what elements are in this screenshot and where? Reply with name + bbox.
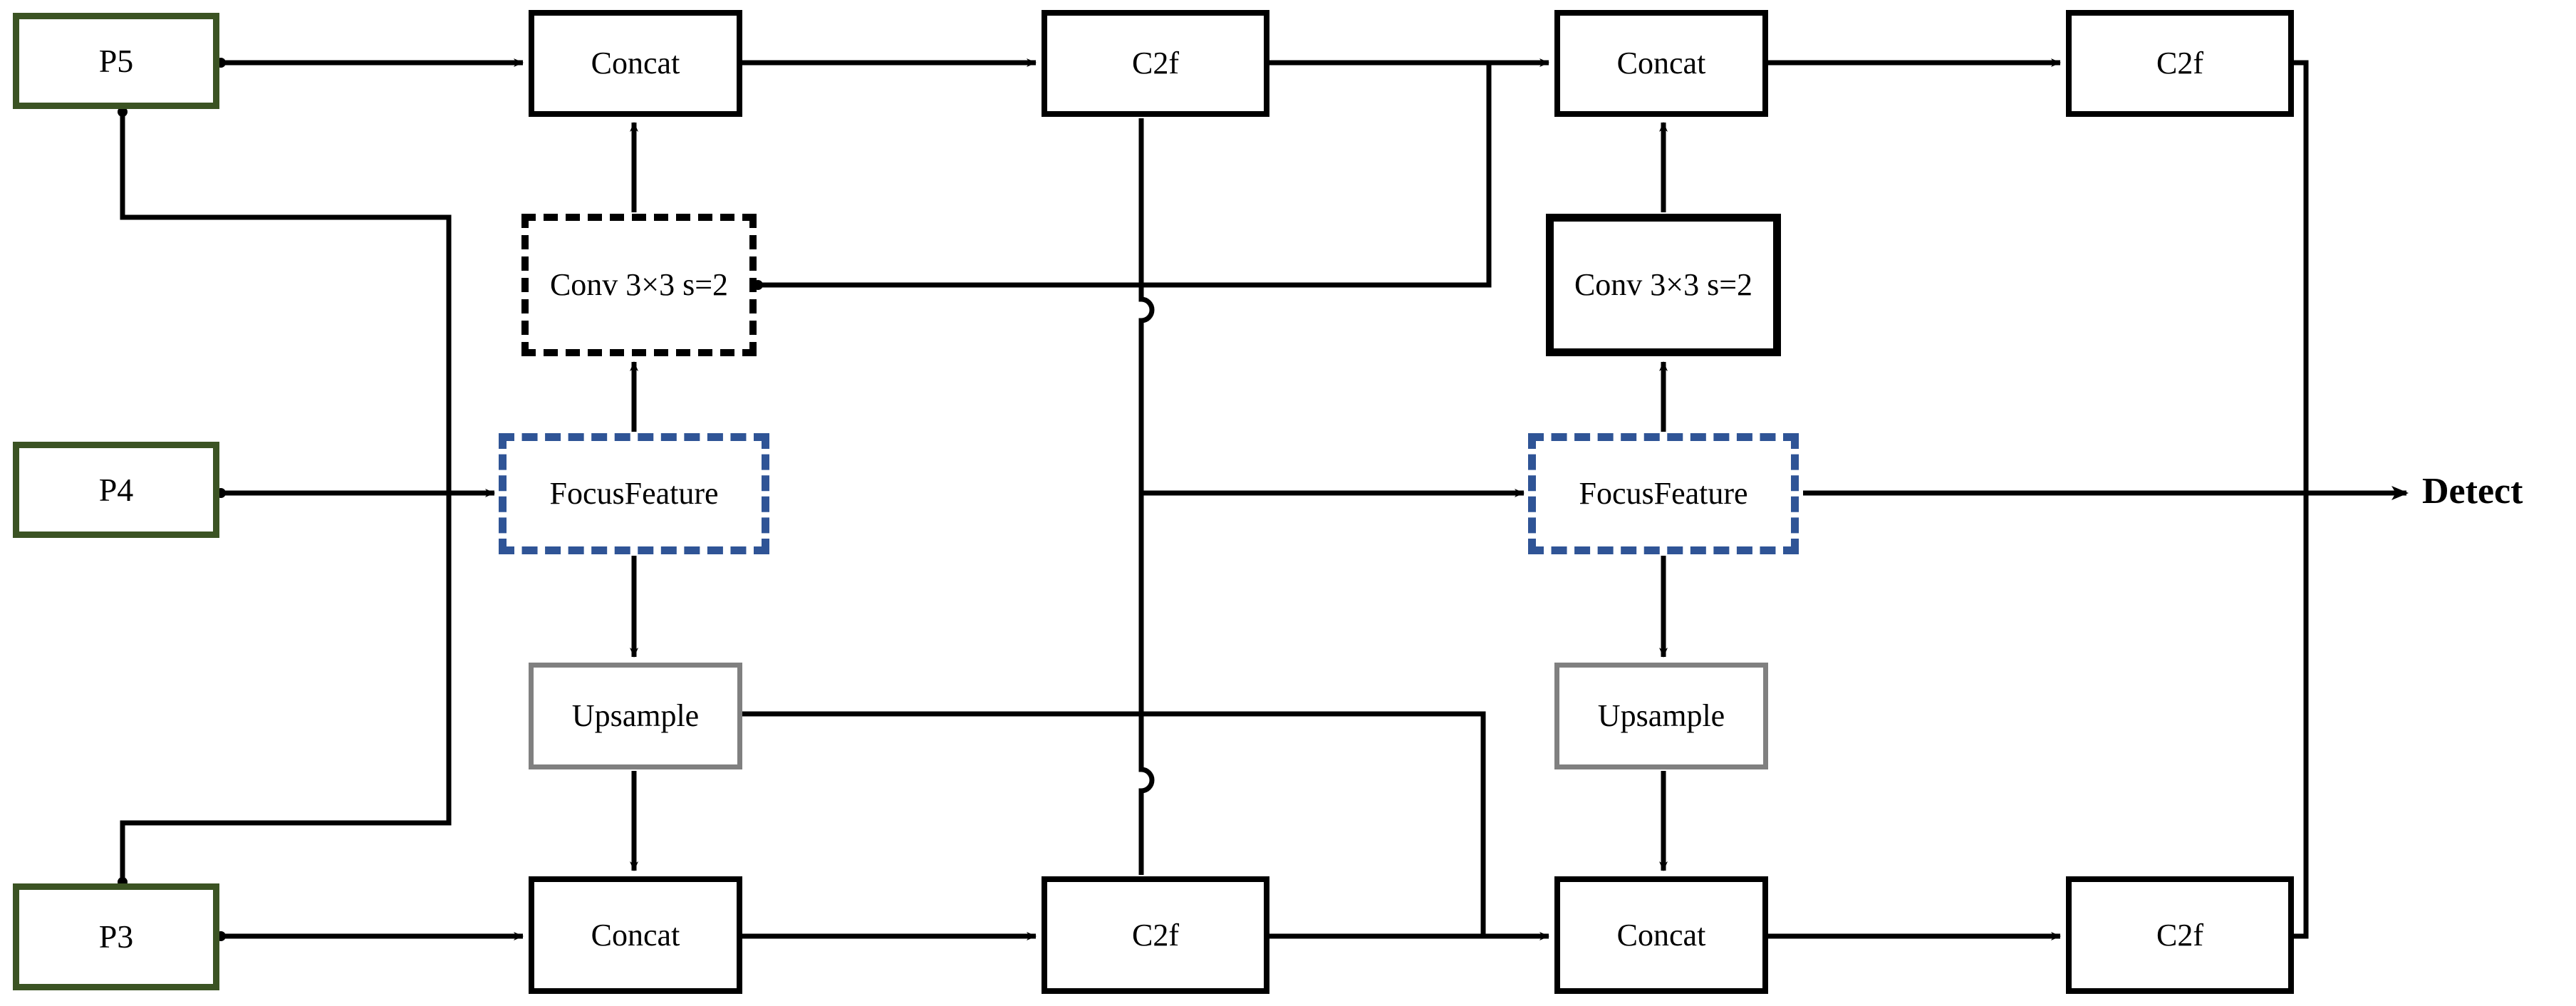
node-label: Detect: [2422, 471, 2523, 512]
node-label: Upsample: [1597, 698, 1725, 733]
wire-upsample1-concat4: [742, 711, 1549, 940]
node-label: C2f: [1132, 917, 1179, 953]
concat-node-4[interactable]: Concat: [1554, 876, 1768, 994]
node-label: C2f: [2156, 46, 2203, 81]
node-label: Upsample: [571, 698, 700, 733]
detect-output-label: Detect: [2422, 467, 2572, 517]
input-node-p4[interactable]: P4: [13, 442, 219, 538]
node-label: C2f: [2156, 917, 2203, 953]
conv-node-2[interactable]: Conv 3×3 s=2: [1546, 214, 1781, 356]
node-label: FocusFeature: [549, 476, 719, 511]
node-label: Concat: [1616, 917, 1706, 953]
input-node-p5[interactable]: P5: [13, 13, 219, 109]
node-label: Conv 3×3 s=2: [1574, 267, 1753, 302]
upsample-node-2[interactable]: Upsample: [1554, 663, 1768, 769]
wire-c2f-trunk: [1138, 118, 1155, 875]
input-node-p3[interactable]: P3: [13, 883, 219, 990]
c2f-node-top-2[interactable]: C2f: [2066, 10, 2294, 117]
wire-c2f-out-rail: [2294, 60, 2309, 939]
node-label: Concat: [591, 46, 680, 81]
node-label: P5: [98, 42, 134, 79]
junction-dot: [118, 107, 128, 117]
node-label: FocusFeature: [1579, 476, 1748, 511]
c2f-node-bottom-2[interactable]: C2f: [2066, 876, 2294, 994]
node-label: Conv 3×3 s=2: [549, 267, 729, 302]
focusfeature-node-1[interactable]: FocusFeature: [499, 433, 769, 554]
conv-node-1[interactable]: Conv 3×3 s=2: [521, 214, 757, 356]
node-label: P3: [98, 918, 134, 955]
node-label: P4: [98, 471, 134, 508]
concat-node-3[interactable]: Concat: [1554, 10, 1768, 117]
upsample-node-1[interactable]: Upsample: [529, 663, 742, 769]
node-label: Concat: [591, 917, 680, 953]
wire-p5-p3: [120, 110, 452, 882]
wire-conv1-concat3: [757, 58, 1549, 288]
c2f-node-bottom-1[interactable]: C2f: [1042, 876, 1269, 994]
concat-node-2[interactable]: Concat: [529, 876, 742, 994]
node-label: C2f: [1132, 46, 1179, 81]
concat-node-1[interactable]: Concat: [529, 10, 742, 117]
c2f-node-top-1[interactable]: C2f: [1042, 10, 1269, 117]
node-label: Concat: [1616, 46, 1706, 81]
focusfeature-node-2[interactable]: FocusFeature: [1528, 433, 1799, 554]
